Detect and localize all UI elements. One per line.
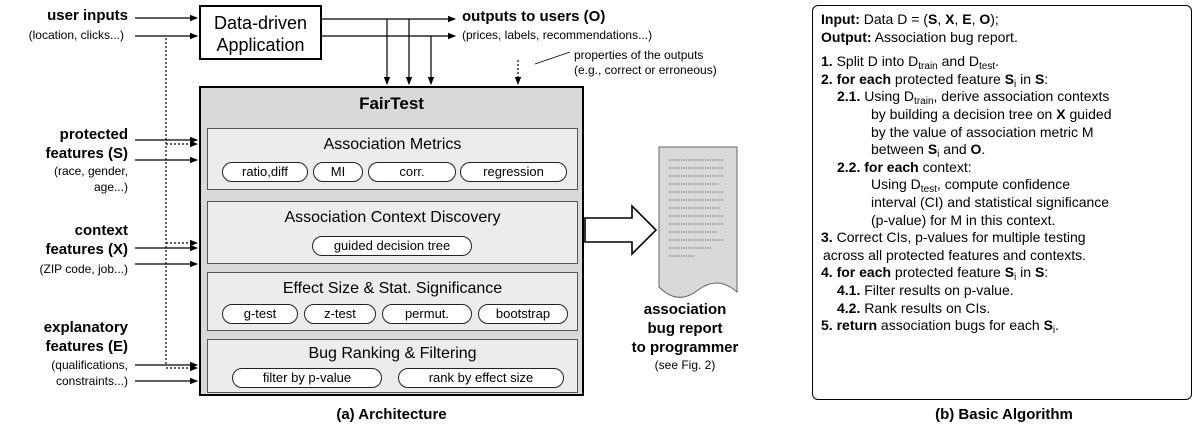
app-label-line1: Data-driven <box>213 13 308 33</box>
output-properties-line2: (e.g., correct or erroneous) <box>574 63 717 77</box>
outputs-examples: (prices, labels, recommendations...) <box>462 28 653 42</box>
report-label-line2: bug report <box>647 320 723 337</box>
filter-by-p-value-pill: filter by p-value <box>232 368 382 388</box>
context-discovery-title: Association Context Discovery <box>284 209 501 226</box>
user-inputs-label: user inputs <box>47 7 128 24</box>
protected-features-examples-1: (race, gender, <box>53 164 128 178</box>
metric-ratio-diff: ratio,diff <box>222 162 308 182</box>
bug-ranking-panel: Bug Ranking & Filtering filter by p-valu… <box>207 339 578 393</box>
user-inputs-examples: (location, clicks...) <box>28 28 124 42</box>
test-bootstrap: bootstrap <box>478 304 568 324</box>
caption-basic-algorithm: (b) Basic Algorithm <box>935 406 1073 423</box>
algo-step-4-1: 4.1. Filter results on p-value. <box>837 281 1014 298</box>
bug-ranking-title: Bug Ranking & Filtering <box>308 345 477 362</box>
output-properties-label: properties of the outputs (e.g., correct… <box>574 48 717 78</box>
algo-step-1: 1. Split D into Dtrain and Dtest. <box>821 53 999 73</box>
algorithm-text: Input: Data D = (S, X, E, O); Output: As… <box>821 11 1112 337</box>
protected-features-label-2: features (S) <box>45 145 128 162</box>
context-features-label-1: context <box>74 222 128 239</box>
effect-size-panel: Effect Size & Stat. Significance g-test … <box>207 272 578 331</box>
report-arrow <box>584 204 658 256</box>
data-driven-application-box: Data-driven Application <box>199 5 322 60</box>
report-label-line3: to programmer <box>631 339 739 356</box>
test-g-test: g-test <box>222 304 298 324</box>
report-document-icon <box>658 146 738 298</box>
context-features-label-2: features (X) <box>45 241 128 258</box>
protected-features-label-1: protected <box>59 126 128 143</box>
metric-regression: regression <box>460 162 567 182</box>
app-label-line2: Application <box>216 35 305 55</box>
explanatory-features-label-2: features (E) <box>45 338 128 355</box>
fairtest-title: FairTest <box>359 94 424 113</box>
algo-step-5: 5. return association bugs for each Si. <box>821 317 1060 337</box>
association-metrics-panel: Association Metrics ratio,diff MI corr. … <box>207 128 578 190</box>
guided-decision-tree-pill: guided decision tree <box>312 236 472 256</box>
test-permut: permut. <box>382 304 472 324</box>
explanatory-features-examples-1: (qualifications, <box>51 358 128 372</box>
algo-output: Output: Association bug report. <box>821 28 1018 45</box>
rank-by-effect-size-pill: rank by effect size <box>398 368 564 388</box>
caption-architecture: (a) Architecture <box>336 406 447 423</box>
explanatory-features-label-1: explanatory <box>43 319 128 336</box>
explanatory-features-examples-2: constraints...) <box>55 374 128 388</box>
algo-step-2-2: 2.2. for each context: <box>837 158 972 175</box>
algo-step-2-1: 2.1. Using Dtrain, derive association co… <box>837 88 1110 108</box>
report-figure-reference: (see Fig. 2) <box>654 358 716 372</box>
algo-step-4-2: 4.2. Rank results on CIs. <box>837 299 991 316</box>
metric-mi: MI <box>313 162 363 182</box>
algo-step-2: 2. for each protected feature Si in S: <box>821 70 1049 90</box>
context-features-examples: (ZIP code, job...) <box>39 262 128 276</box>
algo-step-4: 4. for each protected feature Si in S: <box>821 264 1049 284</box>
test-z-test: z-test <box>304 304 376 324</box>
algo-step-3: 3. Correct CIs, p-values for multiple te… <box>821 229 1086 246</box>
algo-input: Input: Data D = (S, X, E, O); <box>821 11 999 27</box>
protected-features-examples-2: age...) <box>93 180 128 194</box>
outputs-label: outputs to users (O) <box>462 8 606 25</box>
metric-corr: corr. <box>368 162 456 182</box>
report-label-line1: association <box>643 301 727 318</box>
output-properties-line1: properties of the outputs <box>574 48 704 62</box>
basic-algorithm-box: Input: Data D = (S, X, E, O); Output: As… <box>812 5 1192 400</box>
association-metrics-title: Association Metrics <box>323 136 462 153</box>
fairtest-box: FairTest Association Metrics ratio,diff … <box>199 86 584 396</box>
effect-size-title: Effect Size & Stat. Significance <box>282 280 503 297</box>
context-discovery-panel: Association Context Discovery guided dec… <box>207 201 578 264</box>
report-label: association bug report to programmer <box>610 300 760 357</box>
